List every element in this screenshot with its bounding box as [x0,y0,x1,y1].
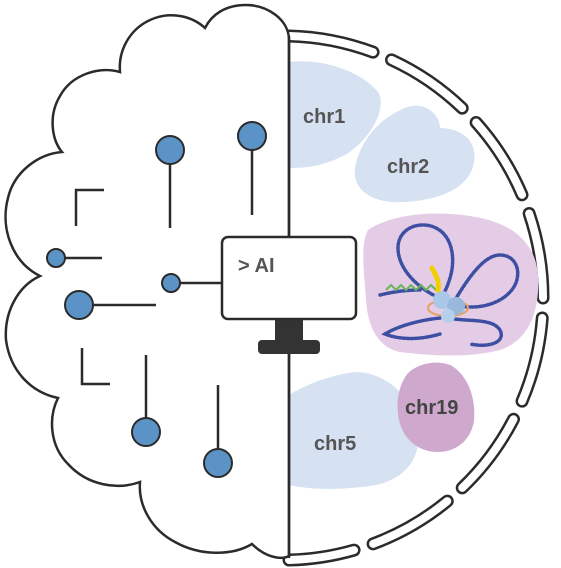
chr19-label: chr19 [405,397,458,419]
dna-green-strand [385,283,437,292]
chr1-territory [289,61,381,168]
monitor-icon [220,235,358,354]
circuit-node [161,273,181,293]
circuit-node [131,417,161,447]
chr19-territory [397,362,475,452]
circuit-node [203,448,233,478]
circuit-node [237,121,267,151]
loop-territory [363,213,539,356]
circuit-nodes [46,121,267,478]
chr2-label: chr2 [387,156,429,178]
monitor-text: > AI [238,255,275,277]
chr5-territory [289,372,419,489]
cohesin-complex-icon [427,265,469,323]
chr1-label: chr1 [303,106,345,128]
circuit-node [64,290,94,320]
circuit-node [46,248,66,268]
circuit-node [155,135,185,165]
nucleus-membrane-inner [285,32,548,564]
chr5-label: chr5 [314,433,356,455]
chr2-territory [354,105,475,203]
